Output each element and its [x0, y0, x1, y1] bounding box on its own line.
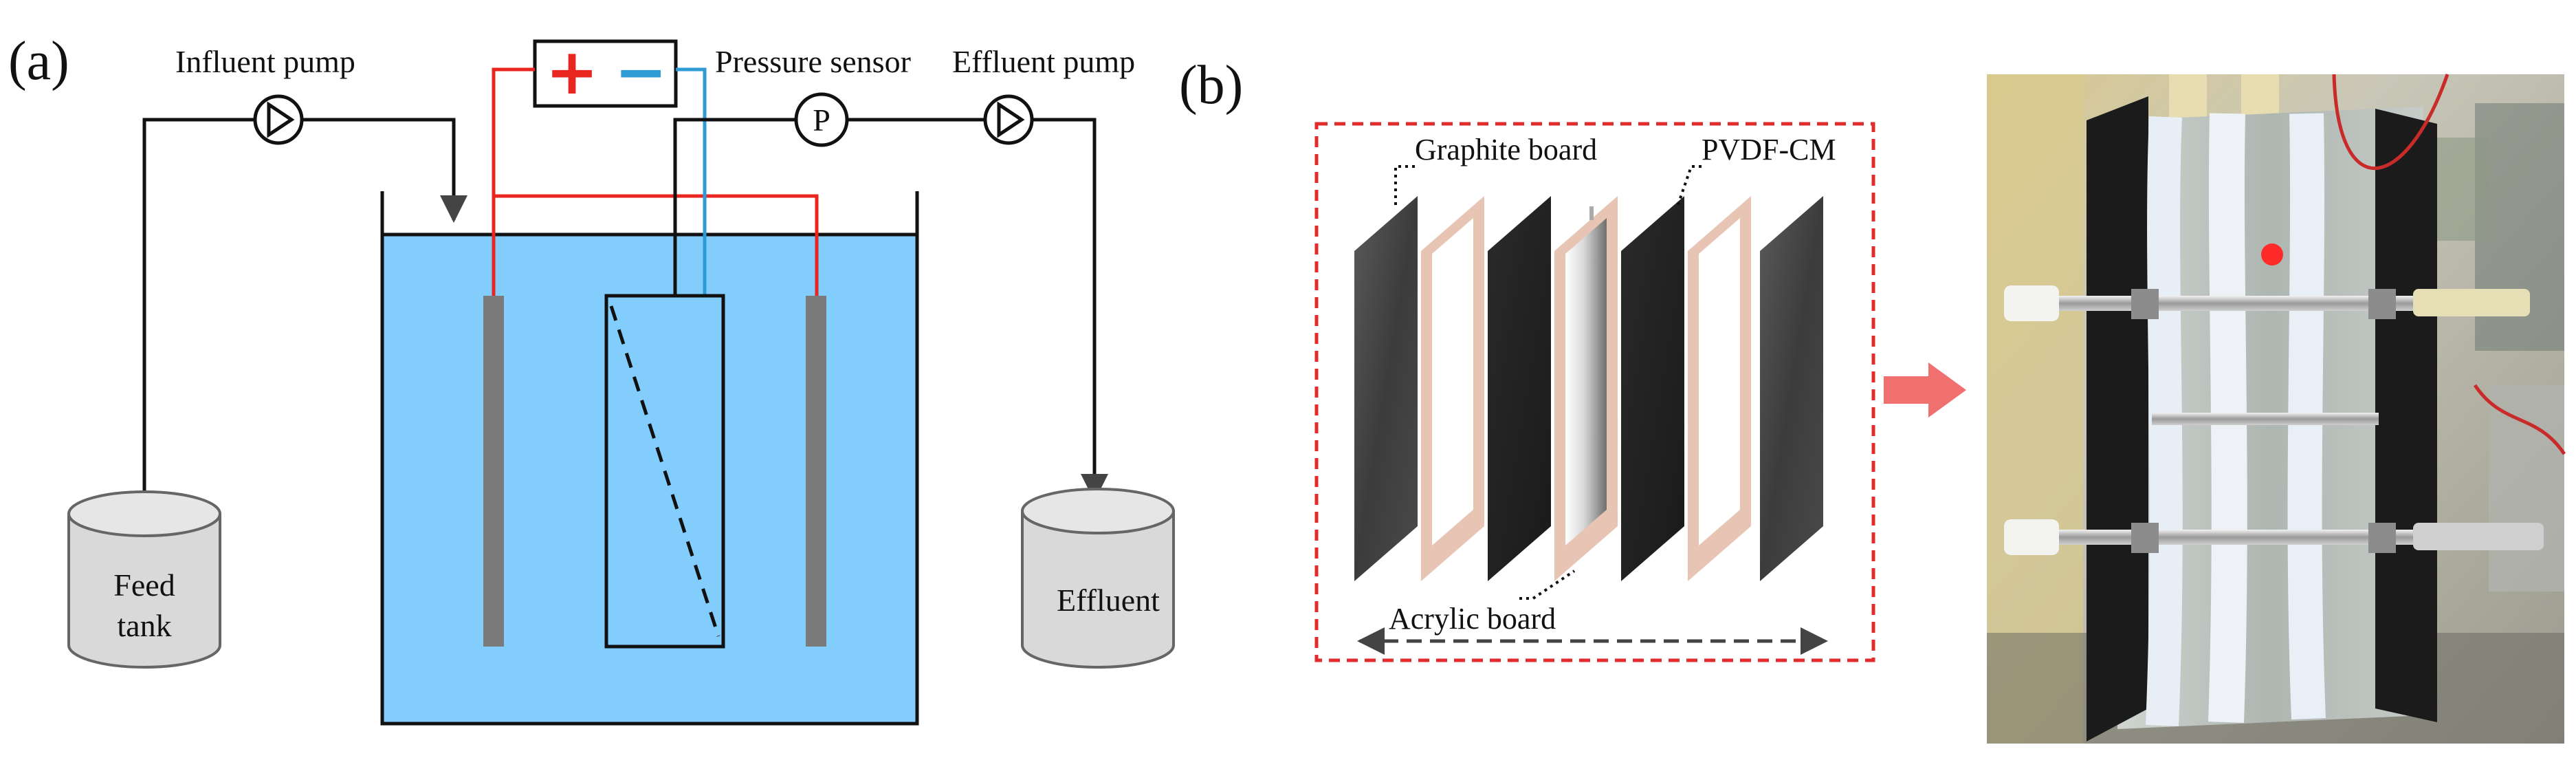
effluent-pump-icon [983, 94, 1034, 145]
graphite-board-4 [1760, 196, 1823, 581]
pressure-symbol: P [813, 102, 830, 138]
graphite-board-3 [1621, 196, 1684, 581]
reactor-photo [1987, 74, 2566, 744]
graphite-board-leader [1394, 165, 1415, 206]
membrane-module [604, 294, 725, 649]
panel-a-letter: (a) [8, 31, 69, 91]
reactor-water [382, 235, 917, 724]
panel-b: (b) Graphite board PVDF-CM Acrylic board [1179, 55, 2566, 744]
pressure-sensor-icon [794, 92, 849, 147]
influent-pump-label: Influent pump [175, 44, 355, 79]
effluent-pump-label: Effluent pump [952, 44, 1135, 79]
pvdf-cm-window-3 [1699, 218, 1740, 545]
feed-tank-label-line1: Feed [113, 567, 175, 603]
pressure-sensor-label: Pressure sensor [715, 44, 911, 79]
anode-wire-branch [494, 194, 819, 296]
feed-tank-label-line2: tank [117, 608, 171, 643]
pvdf-cm-window-1 [1432, 218, 1473, 545]
graphite-board-1 [1354, 196, 1418, 581]
plus-symbol: + [545, 35, 598, 109]
exploded-view-box [1314, 122, 1875, 662]
effluent-tank [1021, 488, 1175, 669]
effluent-tank-label: Effluent [1057, 583, 1160, 618]
influent-pipe [142, 118, 254, 497]
power-supply [533, 39, 678, 108]
panel-b-letter: (b) [1179, 55, 1243, 116]
acrylic-board-leader [1519, 570, 1576, 600]
graphite-board-2 [1488, 196, 1551, 581]
influent-pipe-to-reactor [302, 118, 467, 223]
cathode-wire [676, 67, 707, 296]
pvdf-cm-label: PVDF-CM [1702, 133, 1836, 166]
transition-arrow [1884, 362, 1966, 418]
feed-tank [67, 490, 221, 669]
reactor-vessel [380, 191, 919, 726]
anode-wire [492, 67, 535, 296]
anode-electrode-right [806, 296, 826, 647]
permeate-pipe [673, 118, 796, 296]
pvdf-cm-membrane-2 [1565, 218, 1607, 545]
effluent-pipe [1033, 118, 1108, 501]
minus-symbol: − [614, 35, 667, 109]
membrane-diagonal [609, 305, 720, 637]
influent-pump-icon [253, 94, 304, 145]
acrylic-board-label: Acrylic board [1389, 602, 1556, 636]
anode-electrode-left [483, 296, 504, 647]
panel-a: (a) Influent pump Feed tank + − [8, 31, 1175, 726]
graphite-board-label: Graphite board [1415, 133, 1597, 166]
